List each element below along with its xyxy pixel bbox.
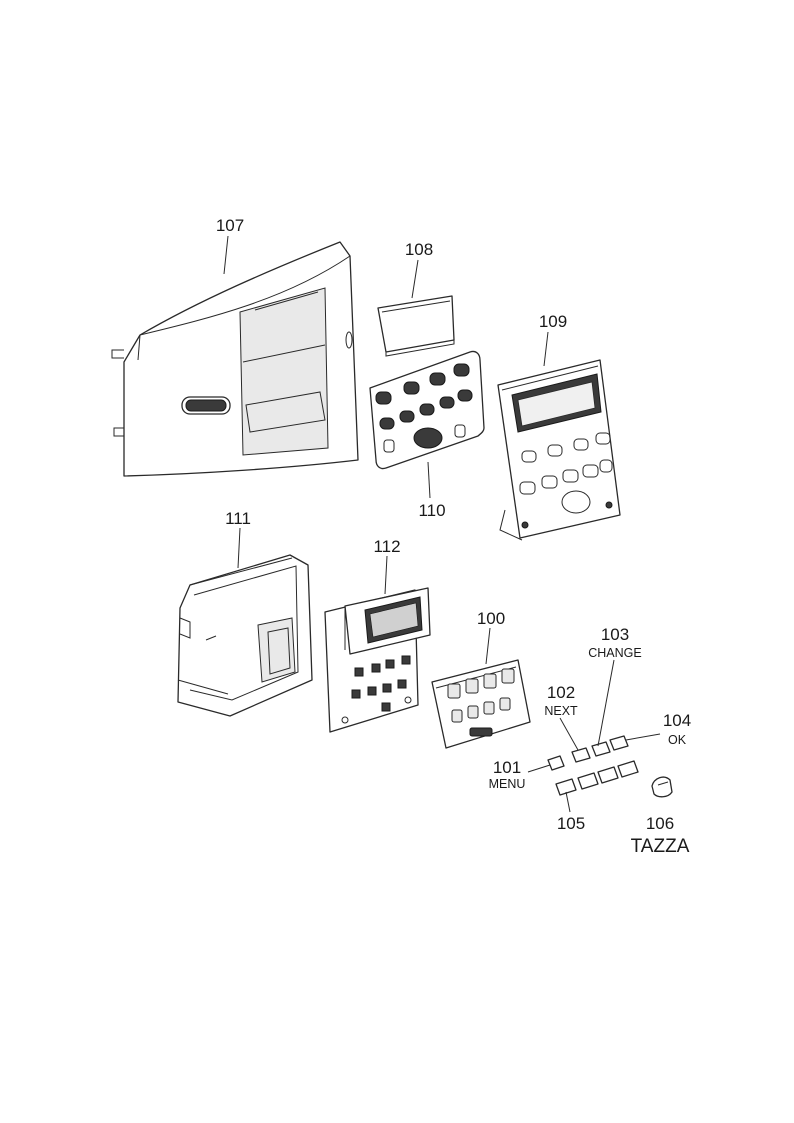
leader-102 xyxy=(559,717,579,751)
part-107-front-housing xyxy=(111,241,359,477)
leader-103 xyxy=(597,659,615,747)
part-110-keypad-gasket xyxy=(369,350,485,470)
part-103-change-button xyxy=(591,741,611,757)
label-102-name: NEXT xyxy=(544,704,578,718)
leader-100 xyxy=(485,627,491,665)
leader-110 xyxy=(427,461,431,499)
part-101-menu-button xyxy=(547,755,565,771)
part-100-button-carrier xyxy=(431,659,531,749)
part-111-rear-housing xyxy=(177,554,313,717)
part-104-ok-button xyxy=(609,735,629,751)
label-104-number: 104 xyxy=(663,711,691,730)
leader-111 xyxy=(237,527,241,569)
leader-108 xyxy=(411,259,419,299)
part-105-button-strip xyxy=(555,760,639,796)
part-102-next-button xyxy=(571,747,591,763)
part-112-circuit-board xyxy=(324,587,431,733)
label-103-number: 103 xyxy=(601,625,629,644)
label-106-number: 106 xyxy=(646,814,674,833)
label-100-number: 100 xyxy=(477,609,505,628)
leader-104 xyxy=(625,733,661,741)
label-111-number: 111 xyxy=(225,509,251,528)
label-109-number: 109 xyxy=(539,312,567,331)
label-105-number: 105 xyxy=(557,814,585,833)
part-109-panel-frame xyxy=(497,359,621,541)
leader-107 xyxy=(223,235,229,275)
label-103-name: CHANGE xyxy=(588,646,641,660)
leader-101 xyxy=(527,764,551,773)
label-107-number: 107 xyxy=(216,216,244,235)
label-102-number: 102 xyxy=(547,683,575,702)
label-101-name: MENU xyxy=(489,777,526,791)
leader-105 xyxy=(565,791,571,813)
label-104-name: OK xyxy=(668,733,687,747)
leader-112 xyxy=(384,555,388,595)
label-101-number: 101 xyxy=(493,758,521,777)
label-108-number: 108 xyxy=(405,240,433,259)
label-110-number: 110 xyxy=(418,501,445,520)
part-108-cover-plate xyxy=(377,295,455,357)
part-labels: 107 108 109 110 111 112 100 103 CHANGE 1… xyxy=(216,216,691,857)
leader-109 xyxy=(543,331,549,367)
leader-lines xyxy=(223,235,661,813)
label-112-number: 112 xyxy=(373,537,400,556)
label-106-name: TAZZA xyxy=(631,836,690,857)
part-106-tazza-knob xyxy=(651,776,673,798)
